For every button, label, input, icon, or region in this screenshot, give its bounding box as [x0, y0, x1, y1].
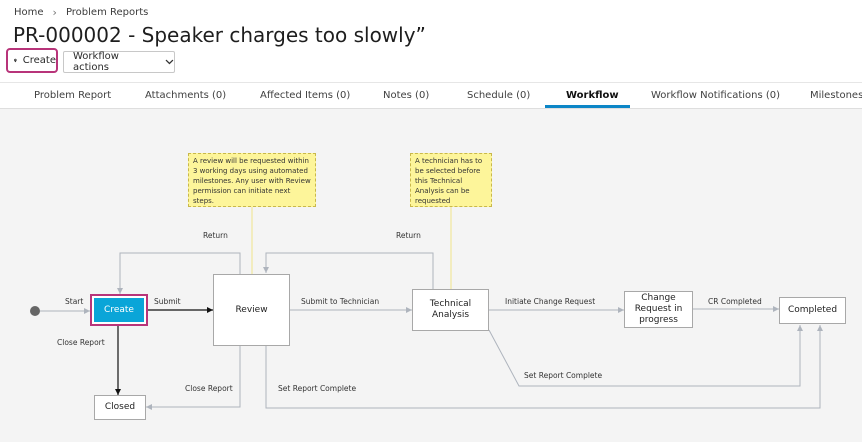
label-cr-completed[interactable]: CR Completed — [708, 297, 762, 306]
tab-bar: Problem Report Attachments (0) Affected … — [0, 82, 862, 109]
tab-attachments[interactable]: Attachments (0) — [145, 90, 227, 101]
start-node — [30, 306, 40, 316]
state-create[interactable]: Create — [90, 294, 148, 326]
workflow-connectors — [30, 207, 823, 410]
state-change-request[interactable]: Change Request in progress — [624, 291, 693, 328]
label-submit-to-technician[interactable]: Submit to Technician — [301, 297, 380, 306]
label-initiate-change-request[interactable]: Initiate Change Request — [505, 297, 596, 306]
edge-return-review — [117, 252, 241, 294]
tab-milestones[interactable]: Milestones — [810, 90, 862, 101]
tab-schedule[interactable]: Schedule (0) — [467, 90, 531, 101]
page-title: PR-000002 - Speaker charges too slowly” — [13, 23, 426, 47]
active-tab-indicator — [545, 105, 630, 108]
breadcrumb: Home › Problem Reports — [14, 6, 148, 19]
label-return-review[interactable]: Return — [203, 231, 228, 240]
note-technical: A technician has to be selected before t… — [410, 153, 492, 207]
edge-set-complete-technical — [488, 325, 803, 387]
breadcrumb-problem-reports[interactable]: Problem Reports — [65, 7, 149, 18]
label-close-report-create[interactable]: Close Report — [57, 338, 105, 347]
state-completed[interactable]: Completed — [779, 297, 846, 324]
tab-notes[interactable]: Notes (0) — [383, 90, 430, 101]
chevron-down-icon — [165, 59, 174, 65]
tab-affected-items[interactable]: Affected Items (0) — [260, 90, 351, 101]
label-set-report-complete-technical[interactable]: Set Report Complete — [524, 371, 603, 380]
label-return-technical[interactable]: Return — [396, 231, 421, 240]
status-button[interactable]: Create — [6, 48, 58, 73]
workflow-actions-button[interactable]: Workflow actions — [63, 51, 175, 73]
edge-return-technical — [263, 252, 434, 289]
workflow-actions-label: Workflow actions — [73, 51, 119, 73]
label-start: Start — [65, 297, 84, 306]
state-closed[interactable]: Closed — [94, 395, 146, 420]
note-review: A review will be requested within 3 work… — [188, 153, 316, 207]
map-pin-icon — [14, 58, 17, 63]
state-technical-analysis[interactable]: Technical Analysis — [412, 289, 489, 331]
tab-workflow-notifications[interactable]: Workflow Notifications (0) — [651, 90, 781, 101]
breadcrumb-separator-icon: › — [52, 6, 57, 19]
tab-problem-report[interactable]: Problem Report — [34, 90, 112, 101]
state-review[interactable]: Review — [213, 274, 290, 346]
label-set-report-complete-review[interactable]: Set Report Complete — [278, 384, 357, 393]
breadcrumb-home[interactable]: Home — [14, 7, 44, 18]
tab-workflow[interactable]: Workflow — [566, 90, 619, 101]
edge-set-complete-review — [265, 325, 823, 409]
label-close-report-review[interactable]: Close Report — [185, 384, 233, 393]
workflow-canvas: Create Review Technical Analysis Change … — [0, 109, 862, 442]
status-label: Create — [22, 55, 56, 66]
edge-close-report-review — [146, 346, 241, 410]
label-submit[interactable]: Submit — [154, 297, 181, 306]
